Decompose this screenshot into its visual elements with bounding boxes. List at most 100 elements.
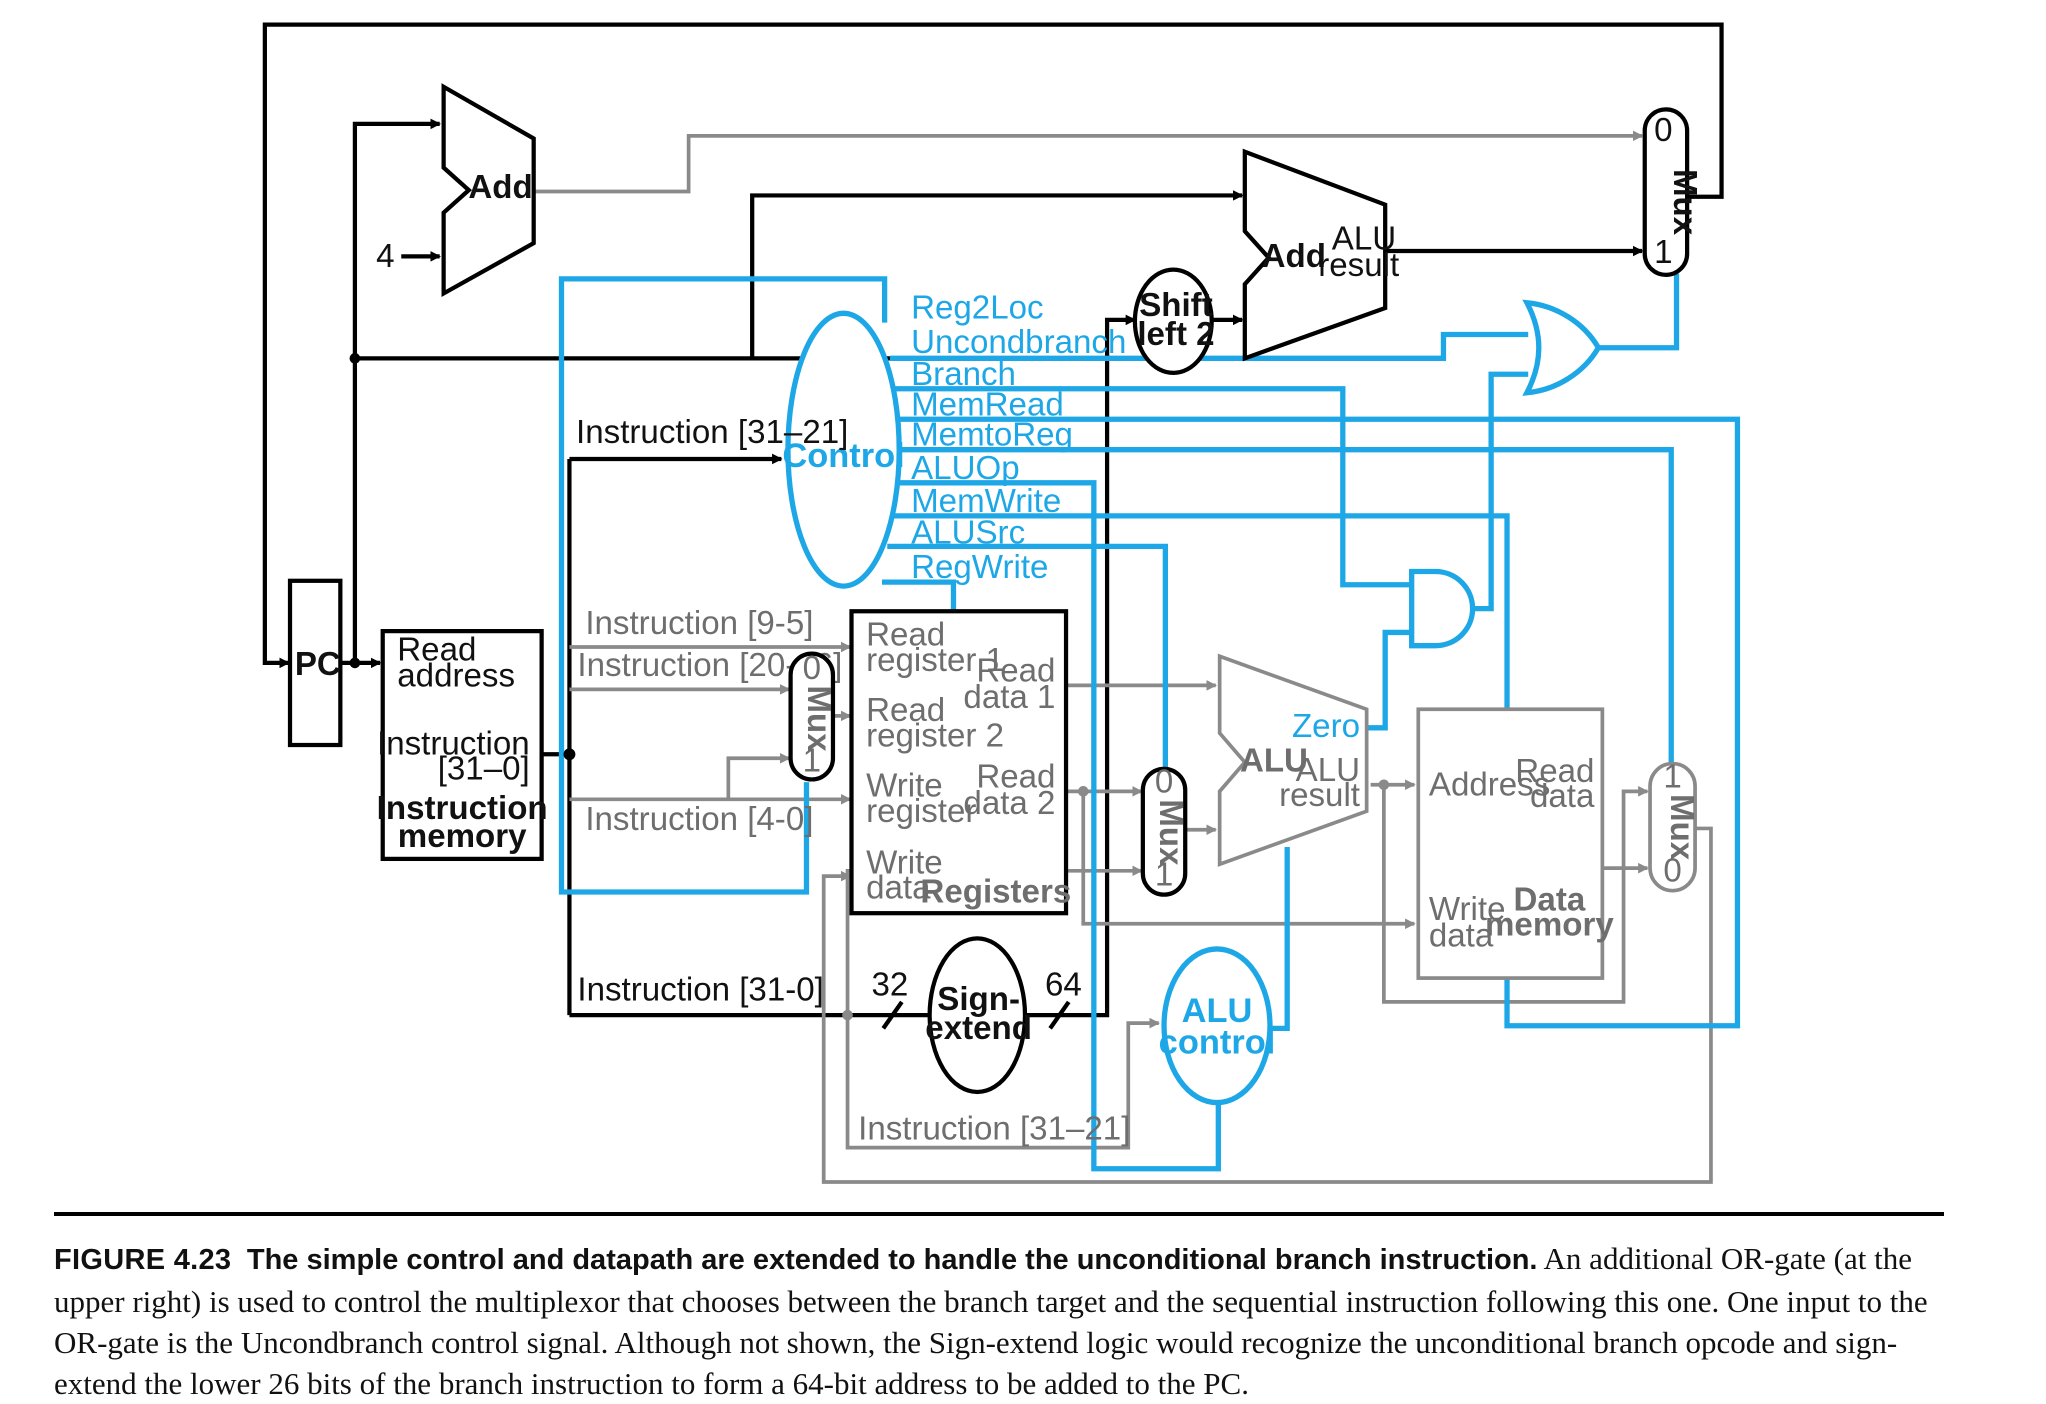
instr-bus-junction — [563, 748, 576, 761]
width-64-label: 64 — [1045, 966, 1082, 1003]
pc-register: PC — [287, 578, 343, 748]
mem-mux-letters: Mux — [1663, 794, 1700, 861]
alu-mux-input-1: 1 — [1155, 856, 1173, 893]
reg-read-reg2-1: Read — [866, 692, 945, 729]
branch-adder-label: Add — [1262, 238, 1326, 275]
shift-label-2: left 2 — [1137, 316, 1214, 353]
branch-adder-alu-label: ALU — [1332, 221, 1396, 258]
sign-extend-label-2: extend — [925, 1010, 1032, 1047]
reg-read-reg1-2: register 1 — [866, 642, 1004, 679]
pc-mux-input-1: 1 — [1654, 234, 1672, 271]
pc-label: PC — [295, 646, 341, 683]
instr-9-5-label: Instruction [9-5] — [585, 605, 813, 642]
and-gate — [1409, 568, 1476, 649]
figure-title: The simple control and datapath are exte… — [246, 1244, 1538, 1276]
alu-zero-label: Zero — [1292, 708, 1360, 745]
reg-write-data-1: Write — [866, 844, 943, 881]
mem-mux-input-0: 0 — [1663, 852, 1681, 889]
figure-number: FIGURE 4.23 — [54, 1244, 232, 1276]
imem-name-1: Instruction — [377, 790, 548, 827]
pc-source-mux: 0 Mux 1 — [1642, 107, 1703, 278]
signal-aluop: ALUOp — [911, 450, 1020, 487]
data-memory: Address Read data Write data Data memory — [1416, 707, 1614, 980]
branch-adder-result-label: result — [1318, 247, 1399, 284]
reg-mux-letters: Mux — [800, 685, 837, 752]
sign-extend-label-1: Sign- — [937, 981, 1020, 1018]
register-mux: 0 Mux 1 — [788, 650, 837, 782]
reg-read-data2-2: data 2 — [963, 785, 1055, 822]
imem-name-2: memory — [398, 818, 527, 855]
signal-memread: MemRead — [911, 386, 1064, 423]
pc-adder: Add — [441, 83, 536, 298]
imem-read-label-1: Read — [397, 631, 476, 668]
reg-write-reg-1: Write — [866, 768, 943, 805]
dmem-write-label-2: data — [1429, 917, 1494, 954]
dmem-address-label: Address — [1429, 766, 1550, 803]
control-unit: Control — [782, 310, 905, 589]
dmem-write-label-1: Write — [1429, 891, 1506, 928]
black-wires — [262, 22, 1724, 1030]
alu: ALU Zero ALU result — [1217, 653, 1369, 867]
dmem-read-label-2: data — [1530, 778, 1595, 815]
signal-alusrc: ALUSrc — [911, 515, 1025, 552]
alu-mux-input-0: 0 — [1155, 764, 1173, 801]
reg-read-data1-1: Read — [976, 652, 1055, 689]
control-signal-labels: Reg2Loc Uncondbranch Branch MemRead Memt… — [911, 290, 1126, 587]
alu-control-label-2: control — [1159, 1024, 1276, 1062]
imem-instr-label-2: [31–0] — [438, 750, 530, 787]
reg-read-reg2-2: register 2 — [866, 717, 1004, 754]
sign-extend: Sign- extend — [925, 936, 1032, 1095]
imem-read-label-2: address — [397, 658, 515, 695]
pc-adder-label: Add — [468, 169, 532, 206]
signal-memtoreg: MemtoReg — [911, 417, 1073, 454]
constant-four: 4 — [376, 238, 394, 275]
branch-adder: Add ALU result — [1242, 148, 1399, 362]
alu-control: ALU control — [1159, 946, 1276, 1106]
reg-read-reg1-1: Read — [866, 617, 945, 654]
alu-source-mux: 0 Mux 1 — [1140, 764, 1189, 897]
alu-result-label-1: ALU — [1296, 752, 1360, 789]
alu-result-junction — [1378, 779, 1390, 791]
gray-wires — [533, 130, 1713, 1184]
pc-junction-a — [349, 657, 361, 669]
alu-control-label-1: ALU — [1182, 992, 1253, 1030]
reg-read-data1-2: data 1 — [963, 679, 1055, 716]
mem-to-reg-mux: 1 Mux 0 — [1648, 758, 1700, 893]
mem-mux-input-1: 1 — [1663, 758, 1681, 795]
reg-read-data2-1: Read — [976, 758, 1055, 795]
instr-31-0-label: Instruction [31-0] — [577, 972, 824, 1009]
signal-branch: Branch — [911, 356, 1016, 393]
alu-mux-letters: Mux — [1152, 799, 1189, 866]
dmem-name-2: memory — [1485, 907, 1614, 944]
datapath-diagram: PC Add 4 Add ALU result Shift left 2 0 M… — [262, 22, 1741, 1184]
pc-mux-input-0: 0 — [1654, 112, 1672, 149]
dmem-read-label-1: Read — [1515, 753, 1594, 790]
width-32-label: 32 — [872, 966, 909, 1003]
imem-instr-label-1: Instruction — [377, 725, 530, 762]
signal-uncondbranch: Uncondbranch — [911, 324, 1126, 361]
alu-result-label-2: result — [1279, 777, 1360, 814]
pc-junction-b — [349, 353, 361, 364]
imm-junction — [842, 1009, 853, 1021]
instruction-memory: Read address Instruction [31–0] Instruct… — [377, 629, 548, 862]
shift-left-2: Shift left 2 — [1132, 267, 1215, 376]
alu-label: ALU — [1240, 742, 1308, 779]
signal-reg2loc: Reg2Loc — [911, 290, 1043, 327]
signal-regwrite: RegWrite — [911, 549, 1048, 586]
instr-31-21-top-label: Instruction [31–21] — [576, 414, 848, 451]
control-label: Control — [782, 437, 904, 475]
figure-body: An additional OR-gate (at the upper righ… — [54, 1241, 1928, 1401]
pc-mux-letters: Mux — [1666, 169, 1703, 236]
read-data2-junction — [1077, 786, 1089, 797]
reg-mux-input-0: 0 — [803, 650, 821, 687]
figure-caption: FIGURE 4.23 The simple control and datap… — [54, 1212, 1944, 1404]
dmem-name-1: Data — [1514, 882, 1586, 919]
shift-label-1: Shift — [1139, 287, 1213, 324]
signal-memwrite: MemWrite — [911, 483, 1061, 520]
instr-4-0-label: Instruction [4-0] — [585, 801, 813, 838]
or-gate — [1522, 299, 1602, 396]
register-file: Read register 1 Read register 2 Write re… — [849, 609, 1071, 916]
reg-write-reg-2: register — [866, 793, 976, 830]
reg-write-data-2: data — [866, 870, 931, 907]
instr-31-21-bottom-label: Instruction [31–21] — [858, 1111, 1130, 1148]
